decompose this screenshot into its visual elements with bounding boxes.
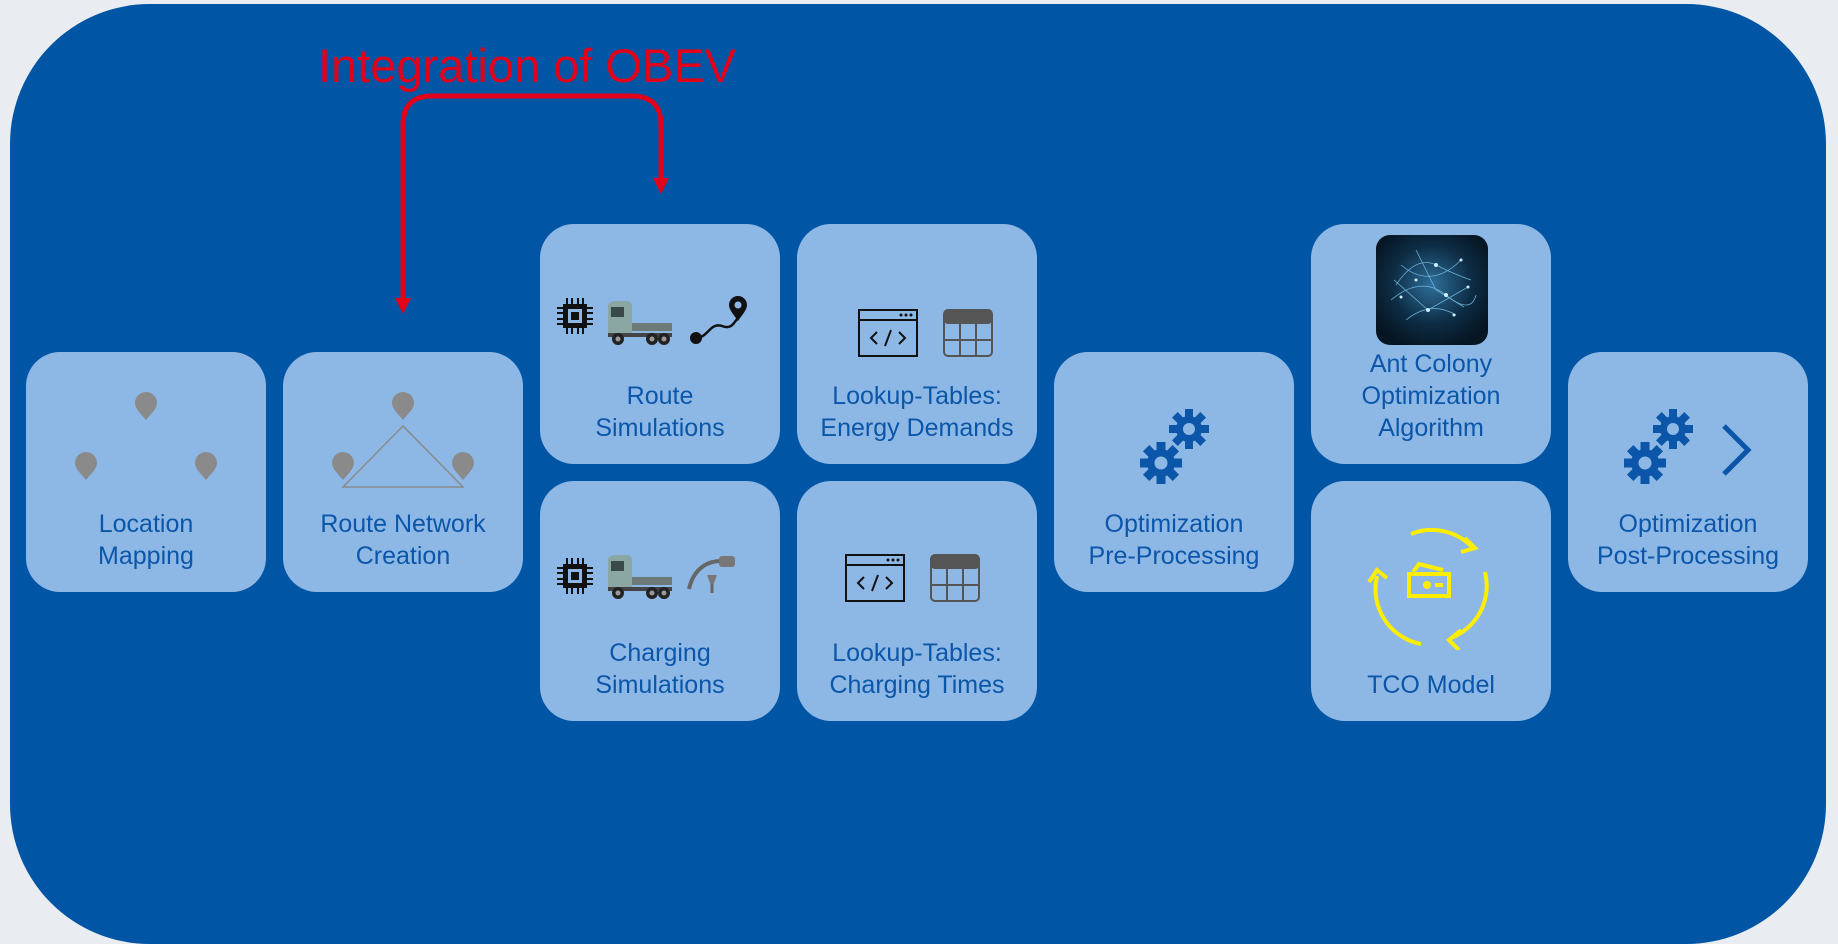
- card-location-mapping: Location Mapping: [26, 352, 266, 592]
- truck-icon: [608, 555, 672, 599]
- chevron-right-icon: [1722, 424, 1752, 476]
- truck-icon: [608, 301, 672, 345]
- aco-label: Ant Colony Optimization Algorithm: [1361, 350, 1501, 442]
- integration-title: Integration of OBEV: [318, 39, 737, 92]
- table-icon: [930, 554, 980, 602]
- table-icon: [943, 309, 993, 357]
- card-lut-charging-times: Lookup-Tables: Charging Times: [797, 481, 1037, 721]
- charger-plug-icon: [687, 556, 735, 593]
- card-optimization-pre-processing: Optimization Pre-Processing: [1054, 352, 1294, 592]
- gears-icon: [1140, 409, 1209, 484]
- chip-icon: [557, 298, 593, 334]
- card-lut-energy-demands: Lookup-Tables: Energy Demands: [797, 224, 1037, 464]
- lut-energy-label: Lookup-Tables: Energy Demands: [820, 382, 1014, 442]
- network-triangle-icon: [332, 392, 474, 488]
- gears-icon: [1624, 409, 1693, 484]
- code-window-icon: [845, 554, 905, 602]
- map-pin-icon: [75, 392, 217, 480]
- opt-pre-label: Optimization Pre-Processing: [1088, 510, 1260, 570]
- code-window-icon: [858, 309, 918, 357]
- arrow-head-right: [653, 178, 669, 194]
- location-mapping-label: Location Mapping: [98, 510, 194, 570]
- tco-label: TCO Model: [1367, 671, 1495, 699]
- route-network-label: Route Network Creation: [320, 510, 486, 570]
- card-optimization-post-processing: Optimization Post-Processing: [1568, 352, 1808, 592]
- route-simulations-label: Route Simulations: [595, 382, 725, 442]
- lut-charging-label: Lookup-Tables: Charging Times: [829, 639, 1005, 699]
- card-tco-model: TCO Model: [1311, 481, 1551, 721]
- charging-simulations-label: Charging Simulations: [595, 639, 725, 699]
- chip-icon: [557, 558, 593, 594]
- card-route-network-creation: Route Network Creation: [283, 352, 523, 592]
- route-path-icon: [690, 296, 747, 344]
- card-charging-simulations: Charging Simulations: [540, 481, 780, 721]
- card-ant-colony-optimization: Ant Colony Optimization Algorithm: [1311, 224, 1551, 464]
- neural-network-image: [1376, 235, 1488, 345]
- money-cycle-icon: [1367, 528, 1489, 650]
- arrow-head-left: [395, 298, 411, 314]
- opt-post-label: Optimization Post-Processing: [1596, 510, 1780, 570]
- card-route-simulations: Route Simulations: [540, 224, 780, 464]
